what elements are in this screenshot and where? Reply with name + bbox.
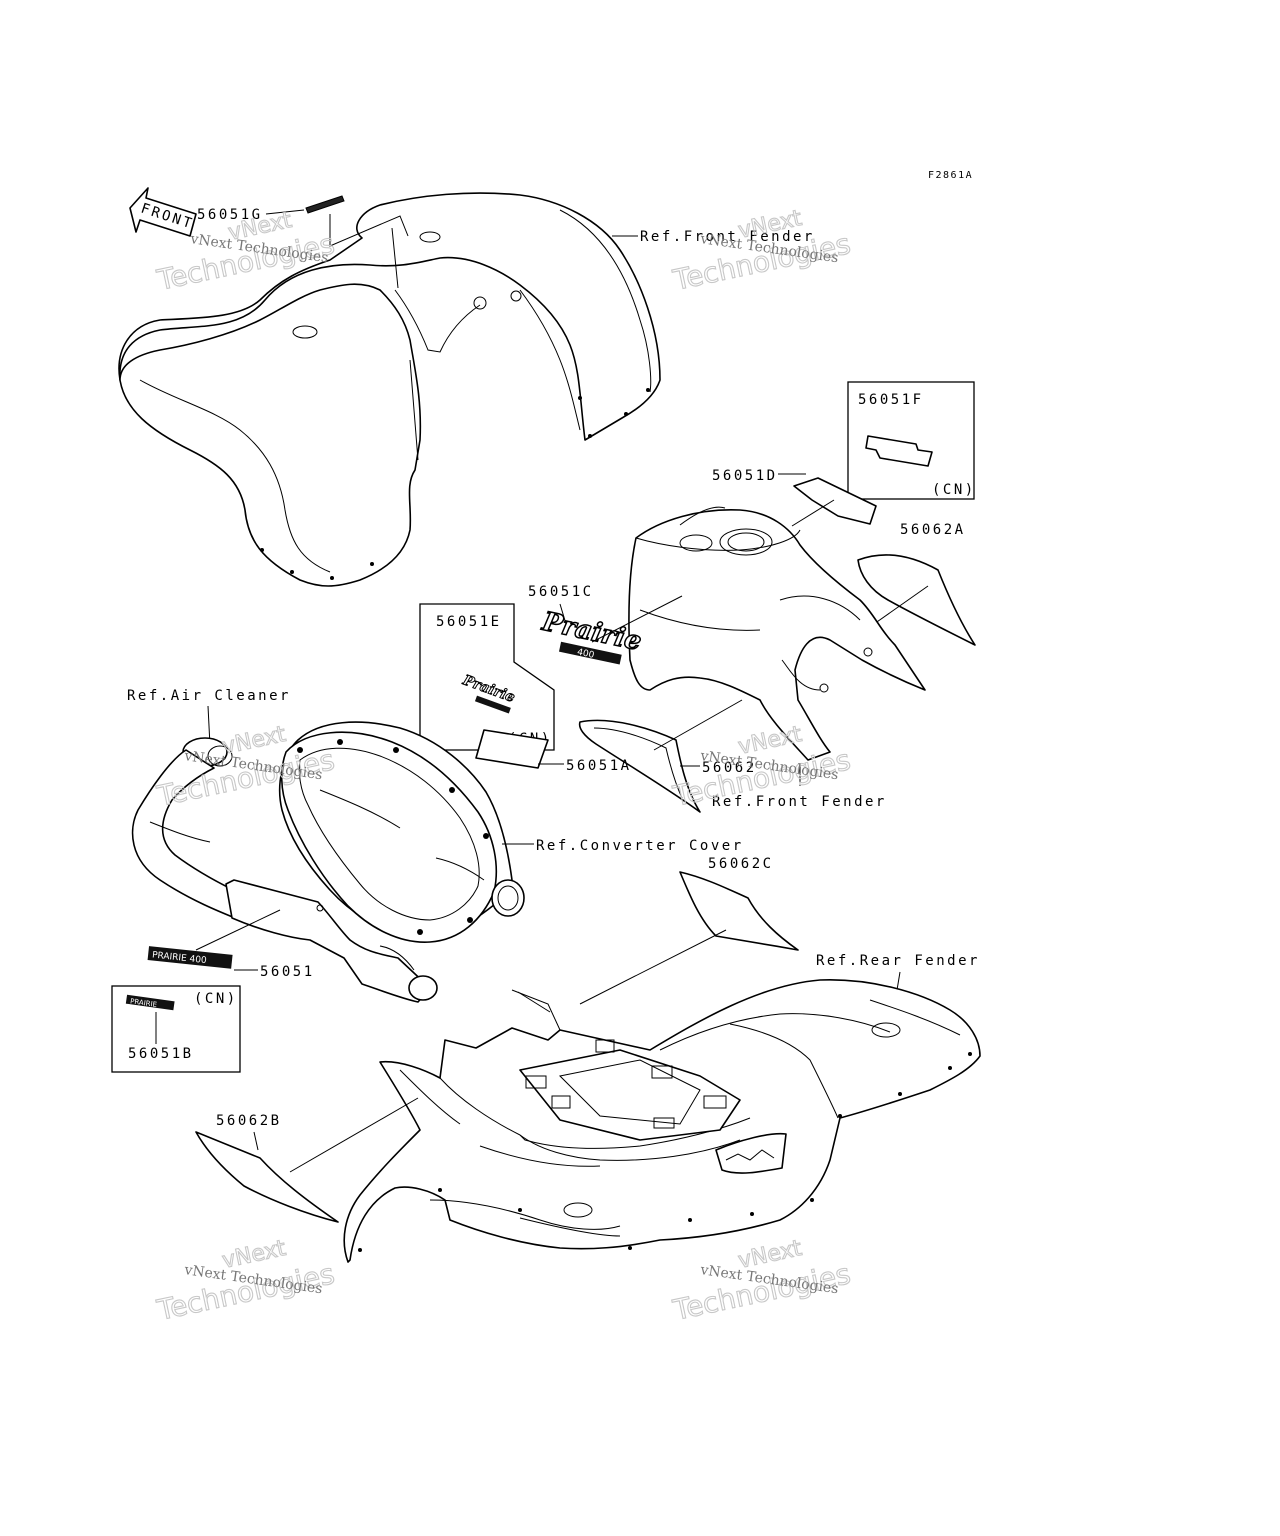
label-56051c: 56051C: [528, 584, 594, 600]
decal-56051c: Prairie 400: [538, 606, 645, 665]
label-56062: 56062: [702, 760, 757, 776]
rear-fender-part: [343, 979, 981, 1263]
figure-code: F2861A: [928, 170, 973, 181]
decal-56051e: Prairie: [459, 672, 517, 714]
label-56051b: 56051B: [128, 1046, 194, 1062]
decal-56062c: [679, 871, 799, 951]
watermark-2: Technologies vNext vNext Technologies: [669, 205, 854, 297]
watermark-5: Technologies vNext vNext Technologies: [153, 1235, 338, 1327]
label-cn-f: (CN): [932, 482, 976, 498]
converter-cover-part: [278, 721, 525, 943]
decal-56051: PRAIRIE 400: [147, 946, 233, 969]
decal-56051d: [793, 477, 877, 525]
box-56051b: [111, 985, 241, 1073]
decal-prairie-sub: 400: [576, 648, 595, 661]
label-56051f: 56051F: [858, 392, 924, 408]
front-fender-part: [118, 192, 661, 587]
label-ref-front-fender-mid: Ref.Front Fender: [712, 794, 887, 810]
label-56051g: 56051G: [197, 207, 263, 223]
label-56051e: 56051E: [436, 614, 502, 630]
front-cover-part: [628, 506, 926, 761]
label-56062c: 56062C: [708, 856, 774, 872]
decal-56062a: [857, 554, 976, 646]
label-56062a: 56062A: [900, 522, 966, 538]
decal-56051b: PRAIRIE: [125, 994, 175, 1011]
decal-56062b: [195, 1131, 339, 1223]
label-56062b: 56062B: [216, 1113, 282, 1129]
front-arrow-icon: FRONT: [129, 187, 197, 237]
label-56051d: 56051D: [712, 468, 778, 484]
decal-56051f: [865, 435, 933, 467]
box-56051e: [419, 603, 555, 751]
label-ref-air-cleaner: Ref.Air Cleaner: [127, 688, 291, 704]
decal-56051a: [475, 729, 549, 769]
label-ref-front-fender-top: Ref.Front Fender: [640, 229, 815, 245]
label-ref-converter-cover: Ref.Converter Cover: [536, 838, 744, 854]
decal-56062: [578, 719, 701, 813]
label-ref-rear-fender: Ref.Rear Fender: [816, 953, 980, 969]
air-duct-part: [131, 737, 438, 1003]
decal-small-badge: PRAIRIE: [130, 997, 158, 1009]
box-56051f: [847, 381, 975, 500]
watermark-6: Technologies vNext vNext Technologies: [669, 1235, 854, 1327]
label-cn-b: (CN): [194, 991, 238, 1007]
label-56051a: 56051A: [566, 758, 632, 774]
decal-56051g: [305, 195, 345, 214]
label-56051: 56051: [260, 964, 315, 980]
